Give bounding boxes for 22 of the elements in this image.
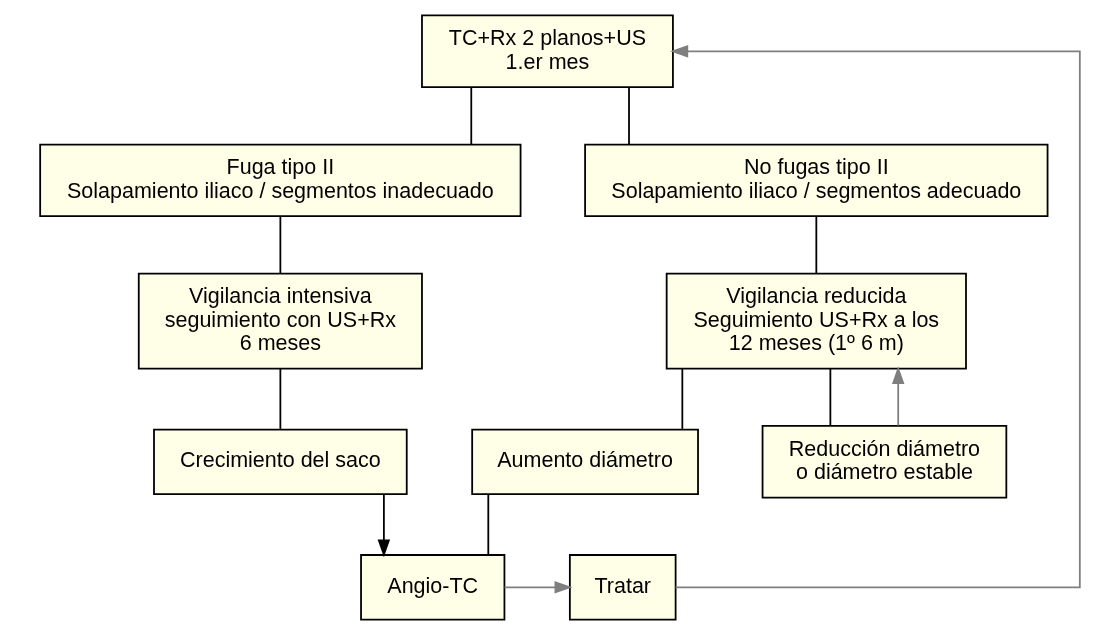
node-box: Vigilancia intensiva seguimiento con US+Rx 6 meses (137, 272, 423, 370)
node-box: TC+Rx 2 planos+US 1.er mes (420, 14, 674, 89)
node-box: Crecimiento del saco (152, 428, 408, 495)
node-box: Angio-TC (359, 554, 505, 621)
arrow (377, 493, 390, 558)
connector (814, 215, 817, 275)
connector (486, 493, 489, 556)
connector (278, 367, 281, 430)
node-box: Fuga tipo II Solapamiento iliaco / segmentos inadecuado (38, 143, 521, 218)
connector (627, 86, 630, 146)
arrow (669, 45, 1081, 589)
connector (278, 215, 281, 275)
connector (680, 367, 683, 430)
arrow (891, 366, 904, 427)
node-box: Tratar (568, 554, 676, 621)
node-box: Aumento diámetro (470, 428, 699, 495)
arrow (503, 581, 572, 594)
node-box: No fugas tipo II Solapamiento iliaco / segmentos adecuado (583, 143, 1048, 218)
connector (828, 367, 831, 427)
connector (469, 86, 472, 146)
node-box: Reducción diámetro o diámetro estable (761, 425, 1007, 499)
node-box: Vigilancia reducida Seguimiento US+Rx a los 12 meses (1º 6 m) (665, 272, 967, 370)
